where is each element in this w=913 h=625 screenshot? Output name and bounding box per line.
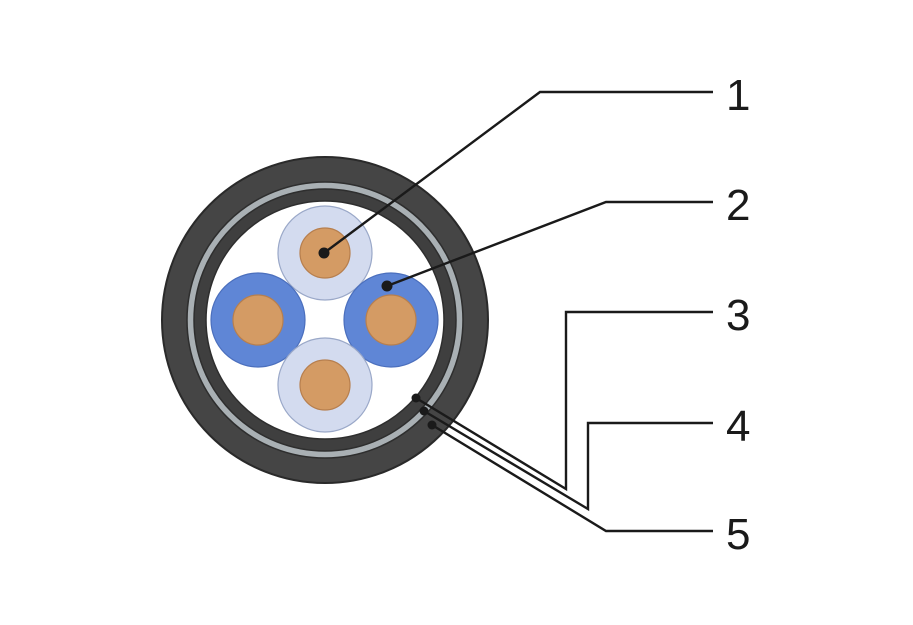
core-right-conductor xyxy=(365,294,417,346)
core-left xyxy=(210,272,306,368)
callout-dot-5 xyxy=(427,420,437,430)
leader-line-3 xyxy=(415,310,713,492)
callout-label-2: 2 xyxy=(726,181,750,230)
leader-line-4 xyxy=(423,409,713,512)
filler xyxy=(205,200,445,440)
callout-label-1: 1 xyxy=(726,71,750,120)
core-bottom-conductor xyxy=(299,359,351,411)
callout-label-4: 4 xyxy=(726,402,750,451)
leader-line-2 xyxy=(386,200,713,288)
leader-line-1 xyxy=(323,90,713,254)
callout-dot-1 xyxy=(318,247,330,259)
core-left-conductor xyxy=(232,294,284,346)
callout-label-3: 3 xyxy=(726,291,750,340)
leader-line-5 xyxy=(431,423,713,533)
callout-label-5: 5 xyxy=(726,510,750,559)
core-right xyxy=(343,272,439,368)
callout-dot-3 xyxy=(411,393,421,403)
callout-dot-2 xyxy=(381,280,393,292)
callout-dot-4 xyxy=(419,406,429,416)
core-bottom xyxy=(277,337,373,433)
